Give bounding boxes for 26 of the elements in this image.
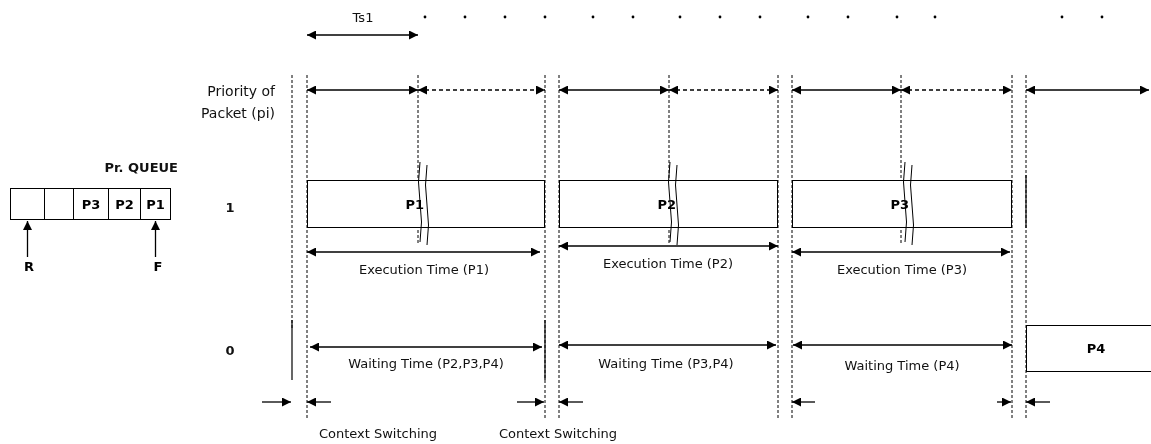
- dimension-label: Waiting Time (P2,P3,P4): [348, 356, 504, 372]
- axis-title: Priority of Packet (pi): [200, 82, 275, 123]
- queue-slot: P3: [73, 188, 109, 220]
- pointer-label: F: [150, 258, 166, 274]
- queue-title: Pr. QUEUE: [104, 160, 178, 176]
- priority-value: 0: [225, 343, 235, 359]
- queue-slot: P2: [108, 188, 141, 220]
- annotation-label: Context Switching: [318, 426, 438, 442]
- pointer-arrow: [23, 220, 32, 258]
- time-slot-label: Ts1: [352, 10, 374, 26]
- pointer-label: R: [20, 258, 38, 274]
- annotation-label: Context Switching: [498, 426, 618, 442]
- dimension-label: Execution Time (P1): [358, 262, 490, 278]
- dimension-label: Execution Time (P2): [602, 256, 734, 272]
- dimension-label: Waiting Time (P4): [844, 358, 960, 374]
- queue-slot: [44, 188, 74, 220]
- pointer-arrow: [151, 220, 160, 258]
- queue-slot: P1: [140, 188, 171, 220]
- priority-value: 1: [225, 200, 235, 216]
- packet-bar: P3: [792, 180, 1012, 228]
- packet-bar: P2: [559, 180, 778, 228]
- queue-slot: [10, 188, 45, 220]
- dimension-label: Waiting Time (P3,P4): [598, 356, 734, 372]
- dimension-label: Execution Time (P3): [836, 262, 968, 278]
- packet-bar: P4: [1026, 325, 1151, 372]
- packet-bar: P1: [307, 180, 545, 228]
